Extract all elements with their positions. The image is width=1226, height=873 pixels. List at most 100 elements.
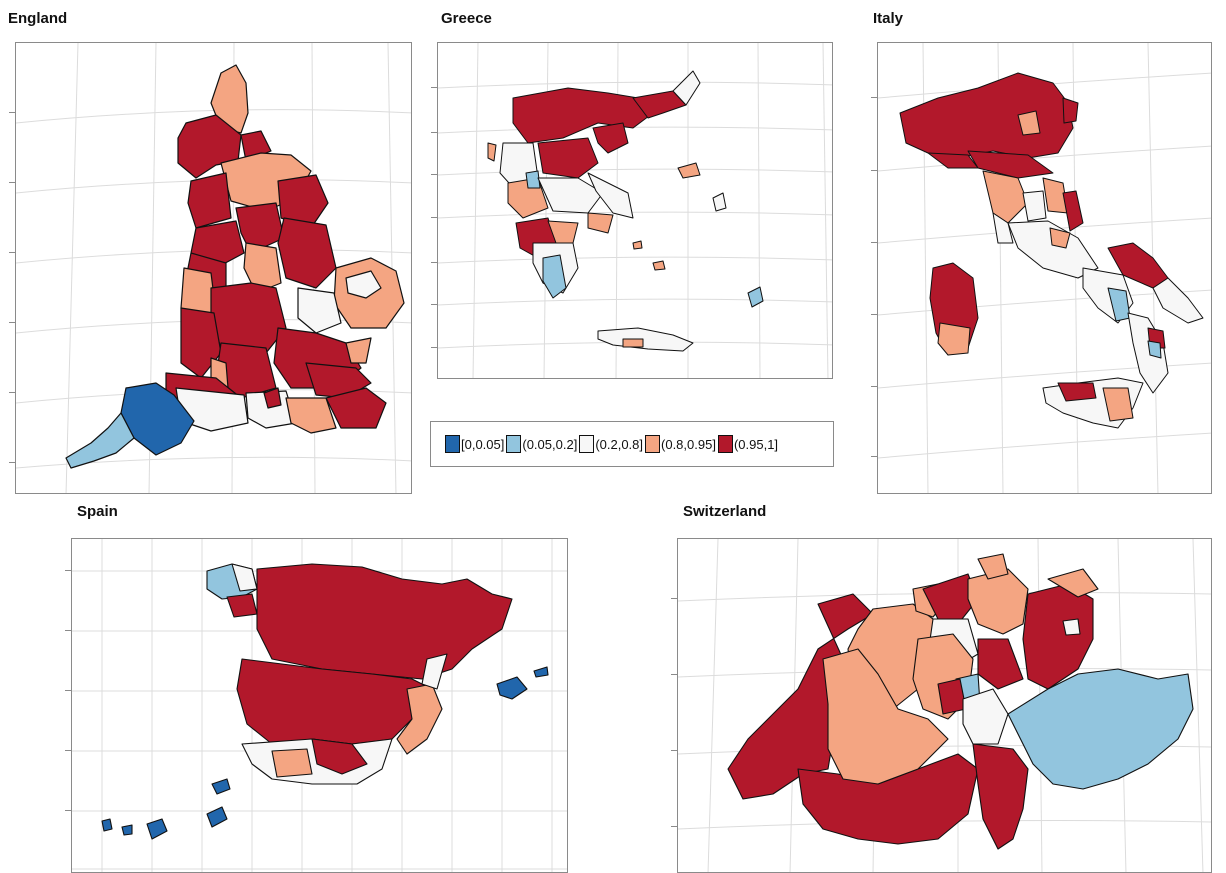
greece-region-euboea — [587, 172, 634, 219]
england-region-northeast — [210, 64, 249, 134]
spain-region-catalonia-white — [421, 653, 448, 690]
switzerland-region-schaffhausen — [977, 553, 1009, 580]
italy-region-calabria — [1127, 312, 1169, 394]
greece-region-thessaly — [537, 137, 599, 179]
greece-region-cyclades2 — [632, 240, 643, 250]
switzerland-region-zurich — [967, 568, 1029, 635]
switzerland-region-ticino — [972, 743, 1029, 850]
england-region-thames — [345, 337, 372, 364]
italy-title: Italy — [873, 10, 904, 27]
switzerland-region-thurgau — [1047, 568, 1099, 598]
italy-regions — [899, 72, 1204, 429]
england-region-kent — [325, 387, 387, 429]
switzerland-region-uri — [962, 688, 1009, 745]
greece-y-tick — [431, 217, 437, 218]
england-region-lancashire — [187, 172, 232, 229]
england-region-midlands — [210, 282, 287, 354]
legend-label-3: (0.8,0.95] — [661, 436, 716, 452]
greece-regions — [487, 70, 764, 352]
spain-y-tick — [65, 570, 71, 571]
greece-map — [438, 43, 832, 378]
england-title: England — [8, 10, 68, 27]
spain-region-canary1 — [146, 818, 168, 840]
england-y-tick — [9, 322, 15, 323]
england-y-tick — [9, 392, 15, 393]
spain-region-balearic-mallorca — [496, 676, 528, 700]
greece-region-crete-east — [622, 338, 644, 348]
greece-y-tick — [431, 174, 437, 175]
switzerland-title: Switzerland — [683, 503, 767, 520]
italy-region-sicily-east — [1102, 387, 1134, 422]
spain-region-canary4 — [101, 818, 113, 832]
legend-swatch-4 — [717, 435, 733, 453]
greece-region-attica — [587, 212, 614, 234]
greece-region-north — [512, 87, 654, 144]
spain-region-pontevedra — [226, 593, 258, 618]
greece-title: Greece — [441, 10, 492, 27]
switzerland-region-glarus — [977, 638, 1024, 690]
italy-region-sicily-west — [1057, 382, 1097, 402]
england-region-berks — [263, 387, 282, 409]
italy-region-tuscany-south — [992, 212, 1014, 244]
italy-y-tick — [871, 386, 877, 387]
england-map — [16, 43, 411, 493]
greece-y-tick — [431, 347, 437, 348]
spain-map — [72, 539, 567, 872]
england-y-tick — [9, 112, 15, 113]
spain-regions — [101, 563, 549, 840]
legend-swatch-0 — [445, 435, 460, 453]
england-region-cambs — [297, 287, 342, 334]
greece-region-rhodes — [747, 286, 764, 308]
italy-map-panel — [877, 42, 1212, 494]
england-region-southyorks — [235, 202, 285, 254]
greece-region-messenia — [542, 254, 567, 299]
switzerland-map — [678, 539, 1211, 872]
legend-label-4: (0.95,1] — [733, 436, 779, 452]
italy-region-sardinia-south — [937, 322, 971, 356]
spain-region-canary3 — [211, 778, 231, 795]
italy-region-north — [899, 72, 1074, 159]
greece-map-panel — [437, 42, 833, 379]
greece-y-tick — [431, 132, 437, 133]
italy-y-tick — [871, 242, 877, 243]
spain-region-canary5 — [121, 824, 133, 836]
england-y-tick — [9, 182, 15, 183]
legend-item-3: (0.8,0.95] — [645, 435, 716, 453]
england-y-tick — [9, 462, 15, 463]
greece-region-thrace — [672, 70, 701, 106]
england-region-cornwall — [65, 412, 135, 469]
greece-y-tick — [431, 304, 437, 305]
switzerland-map-panel — [677, 538, 1212, 873]
switzerland-region-graubunden — [1007, 668, 1194, 790]
greece-region-karditsa — [525, 170, 541, 189]
legend-item-0: [0,0.05] — [445, 435, 504, 453]
spain-y-tick — [65, 630, 71, 631]
england-regions — [65, 64, 405, 469]
greece-region-macedonia-east — [632, 90, 687, 119]
spain-region-andalusia-red — [311, 738, 368, 775]
switzerland-y-tick — [671, 674, 677, 675]
italy-map — [878, 43, 1211, 493]
england-region-eastyorks — [277, 174, 329, 229]
greece-region-lesbos — [677, 162, 701, 179]
greece-y-tick — [431, 262, 437, 263]
map-legend: [0,0.05] (0.05,0.2] (0.2,0.8] (0.8,0.95]… — [430, 421, 834, 467]
switzerland-y-tick — [671, 750, 677, 751]
greece-region-crete — [597, 327, 694, 352]
legend-swatch-2 — [579, 435, 595, 453]
spain-y-tick — [65, 810, 71, 811]
legend-item-2: (0.2,0.8] — [579, 435, 643, 453]
italy-region-emilia — [967, 150, 1054, 179]
italy-y-tick — [871, 170, 877, 171]
switzerland-y-tick — [671, 826, 677, 827]
italy-y-tick — [871, 314, 877, 315]
italy-region-lazio-prov — [1049, 227, 1071, 249]
italy-region-puglia-south — [1152, 277, 1204, 324]
england-region-hants — [245, 390, 297, 429]
greece-y-tick — [431, 87, 437, 88]
spain-region-andalusia-orange — [271, 748, 313, 778]
italy-y-tick — [871, 97, 877, 98]
england-region-norfolk-core — [345, 270, 382, 299]
switzerland-y-tick — [671, 598, 677, 599]
italy-region-trentino — [1017, 110, 1041, 136]
